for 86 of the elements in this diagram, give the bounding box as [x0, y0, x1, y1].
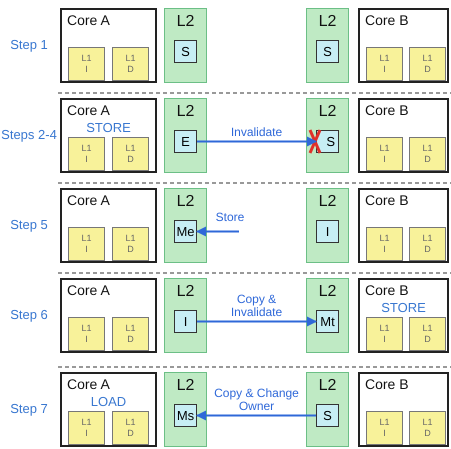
core-title: Core B	[365, 102, 409, 118]
arrow	[197, 136, 317, 146]
cache-box: L1 D	[409, 47, 446, 81]
step-label: Step 7	[9, 401, 49, 417]
cache-title: L2	[318, 377, 338, 395]
state-box: E	[174, 130, 197, 153]
core-box	[358, 8, 449, 83]
core-title: Core A	[67, 102, 110, 118]
step-label: Step 1	[9, 37, 49, 53]
cache-panel	[164, 8, 207, 83]
arrow	[196, 226, 239, 236]
cache-title: L2	[176, 193, 196, 211]
cache-box: L1 I	[366, 137, 403, 171]
core-title: Core B	[365, 282, 409, 298]
cache-box: L1 I	[68, 137, 105, 171]
cache-title: L2	[318, 103, 338, 121]
cache-box: L1 D	[112, 317, 149, 351]
core-title: Core B	[365, 376, 409, 392]
cache-box: L1 I	[68, 411, 105, 445]
cache-box: L1 D	[112, 47, 149, 81]
state-box: Mt	[316, 310, 339, 333]
arrow	[197, 316, 317, 326]
cache-title: L2	[176, 103, 196, 121]
core-box	[358, 372, 449, 447]
edge-label: Copy & Change Owner	[213, 386, 300, 412]
state-box: I	[174, 310, 197, 333]
cache-box: L1 D	[409, 317, 446, 351]
cache-panel	[164, 372, 207, 447]
cache-panel	[306, 8, 349, 83]
core-box	[358, 188, 449, 263]
operation-label: STORE	[380, 300, 427, 315]
cache-panel	[164, 188, 207, 263]
cache-title: L2	[176, 283, 196, 301]
step-label: Step 5	[9, 217, 49, 233]
cache-box: L1 I	[68, 317, 105, 351]
core-box	[358, 278, 449, 353]
cache-title: L2	[318, 283, 338, 301]
cache-title: L2	[318, 13, 338, 31]
step-label: Steps 2-4	[0, 127, 58, 143]
cache-box: L1 D	[409, 411, 446, 445]
cache-box: L1 D	[112, 137, 149, 171]
edge-label: Copy & Invalidate	[230, 292, 284, 318]
cache-panel	[164, 98, 207, 173]
core-title: Core B	[365, 192, 409, 208]
cache-panel	[306, 188, 349, 263]
cache-panel	[306, 372, 349, 447]
state-box: Ms	[174, 404, 197, 427]
state-box: Me	[174, 220, 197, 243]
cache-box: L1 I	[68, 47, 105, 81]
cache-box: L1 D	[112, 411, 149, 445]
state-box: S	[174, 40, 197, 63]
cross-out-mark	[308, 128, 322, 155]
state-box: S	[316, 40, 339, 63]
step-label: Step 6	[9, 307, 49, 323]
core-title: Core A	[67, 12, 110, 28]
core-box	[60, 98, 157, 173]
cache-title: L2	[176, 13, 196, 31]
core-box	[60, 278, 157, 353]
cache-panel	[306, 278, 349, 353]
core-title: Core A	[67, 282, 110, 298]
operation-label: STORE	[85, 120, 132, 135]
core-box	[60, 8, 157, 83]
operation-label: LOAD	[90, 394, 128, 409]
cache-box: L1 I	[366, 47, 403, 81]
core-box	[60, 188, 157, 263]
cache-panel	[164, 278, 207, 353]
cache-box: L1 D	[409, 227, 446, 261]
cache-title: L2	[318, 193, 338, 211]
core-title: Core A	[67, 376, 110, 392]
core-title: Core B	[365, 12, 409, 28]
cache-box: L1 I	[366, 317, 403, 351]
state-box: I	[316, 220, 339, 243]
edge-label: Store	[214, 210, 246, 224]
state-box: S	[316, 404, 339, 427]
cache-title: L2	[176, 377, 196, 395]
cache-box: L1 I	[68, 227, 105, 261]
cache-box: L1 D	[112, 227, 149, 261]
cache-box: L1 D	[409, 137, 446, 171]
cache-box: L1 I	[366, 227, 403, 261]
core-box	[60, 372, 157, 447]
core-box	[358, 98, 449, 173]
cache-panel	[306, 98, 349, 173]
core-title: Core A	[67, 192, 110, 208]
cache-box: L1 I	[366, 411, 403, 445]
edge-label: Invalidate	[230, 126, 284, 138]
arrow	[196, 410, 316, 420]
